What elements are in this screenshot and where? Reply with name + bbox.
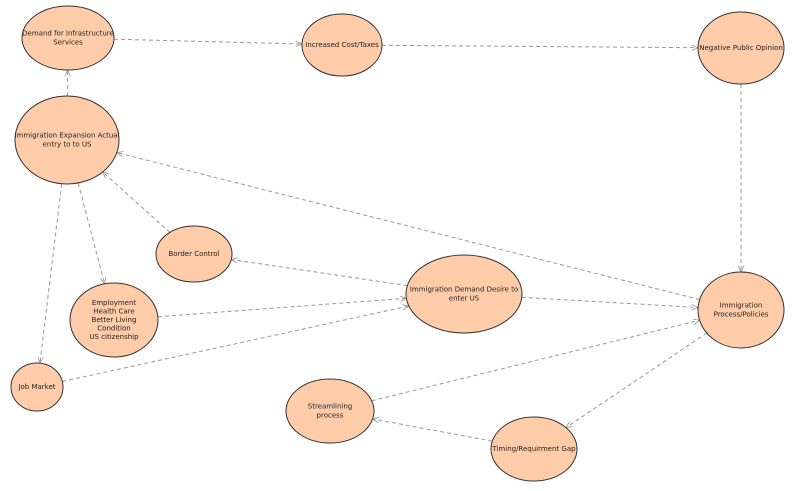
edge-timing-gap-to-streamlining xyxy=(373,419,493,442)
node-shape xyxy=(285,378,375,444)
node-timing-gap[interactable]: Timing/Requirment Gap xyxy=(490,416,578,482)
edge-immigration-expansion-to-employment xyxy=(77,182,104,284)
edge-streamlining-to-immigration-process xyxy=(371,320,700,402)
node-label-line: Border Control xyxy=(169,250,220,258)
node-label-line: Health Care xyxy=(93,307,134,315)
node-shape xyxy=(697,11,785,85)
node-shape xyxy=(155,225,233,283)
edge-line xyxy=(231,260,408,287)
edge-immigration-demand-to-border-control xyxy=(231,260,408,287)
node-label-line: US citizenship xyxy=(89,333,139,341)
node-shape xyxy=(405,254,523,334)
node-label-line: Streamlining xyxy=(308,403,352,411)
node-label-line: Timing/Requirment Gap xyxy=(491,445,576,453)
edge-line xyxy=(566,332,708,428)
edge-immigration-demand-to-immigration-process xyxy=(521,296,698,307)
node-increased-cost[interactable]: Increased Cost/Taxes xyxy=(301,13,383,77)
node-label-line: Negative Public Opinion xyxy=(699,44,783,52)
edge-line xyxy=(103,172,171,233)
node-label-line: Demand for Infrastructure xyxy=(22,30,114,38)
edge-line xyxy=(62,306,409,382)
edge-immigration-process-to-immigration-expansion xyxy=(117,153,700,301)
edge-line xyxy=(77,182,104,284)
node-label-line: entry to to US xyxy=(43,140,92,148)
edge-immigration-process-to-timing-gap xyxy=(566,332,708,428)
edge-line xyxy=(157,298,407,318)
node-border-control[interactable]: Border Control xyxy=(155,225,233,283)
edges-layer xyxy=(40,38,741,442)
node-job-market[interactable]: Job Market xyxy=(10,362,64,412)
edge-immigration-expansion-to-job-market xyxy=(40,183,63,363)
node-shape xyxy=(697,271,785,349)
node-label-line: Job Market xyxy=(17,383,55,391)
node-label-line: process xyxy=(317,411,344,419)
node-label-line: Increased Cost/Taxes xyxy=(305,41,379,49)
edge-line xyxy=(117,153,700,301)
node-negative-opinion[interactable]: Negative Public Opinion xyxy=(697,11,785,85)
edge-line xyxy=(40,183,63,363)
edge-increased-cost-to-negative-opinion xyxy=(381,45,698,47)
node-label-line: enter US xyxy=(449,294,480,302)
edge-line xyxy=(373,419,493,442)
node-label-line: Immigration Expansion Actual xyxy=(14,132,119,140)
node-label-line: Employment xyxy=(92,299,137,307)
edge-line xyxy=(371,320,700,402)
node-label-line: Services xyxy=(53,38,83,46)
node-shape xyxy=(69,282,159,358)
edge-line xyxy=(381,45,698,47)
edge-employment-to-immigration-demand xyxy=(157,298,407,318)
node-shape xyxy=(21,5,115,71)
edge-line xyxy=(521,296,698,307)
node-shape xyxy=(490,416,578,482)
node-label-line: Better Living xyxy=(92,316,137,324)
edge-demand-infrastructure-to-increased-cost xyxy=(113,38,302,44)
node-label-line: Condition xyxy=(97,325,130,333)
edge-line xyxy=(113,38,302,44)
node-shape xyxy=(301,13,383,77)
edge-border-control-to-immigration-expansion xyxy=(103,172,171,233)
node-shape xyxy=(10,362,64,412)
node-label-line: Immigration xyxy=(720,302,763,310)
node-label-line: Process/Policies xyxy=(714,310,769,318)
edge-job-market-to-immigration-demand xyxy=(62,306,409,382)
node-shape xyxy=(14,95,120,185)
node-label-line: Immigration Demand Desire to xyxy=(410,286,518,294)
